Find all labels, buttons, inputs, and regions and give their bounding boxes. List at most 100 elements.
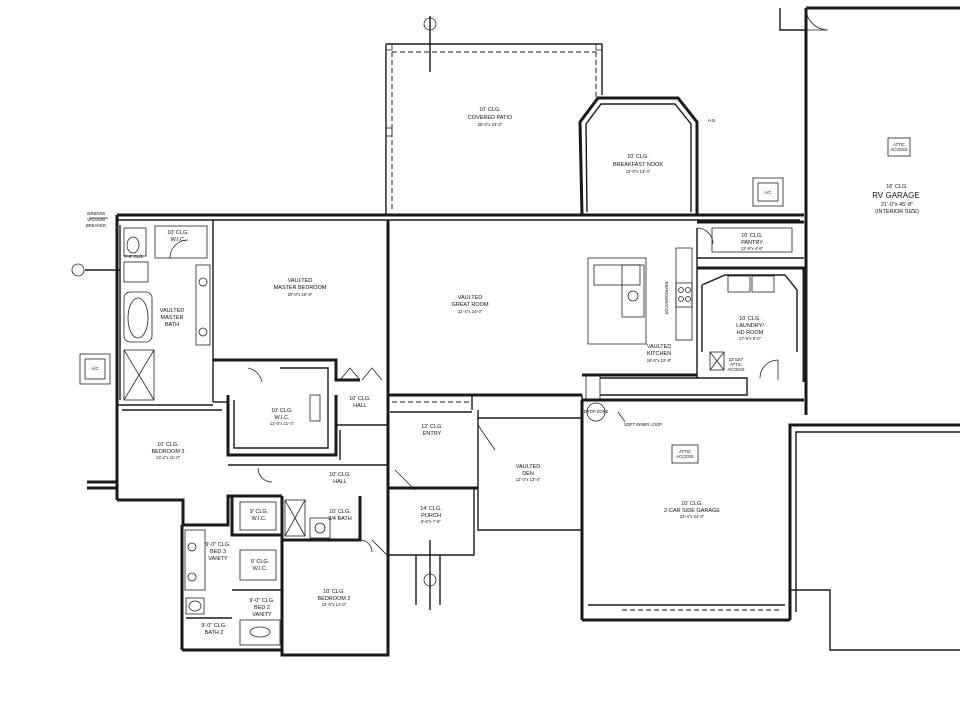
label-wic4-height: 9' CLG.	[251, 559, 270, 565]
label-bath2-name: BATH 2	[205, 630, 224, 636]
label-ac-2: A/C	[765, 190, 772, 195]
label-bedroom3-name: BEDROOM 3	[151, 449, 184, 455]
label-den-height: VAULTED	[516, 464, 541, 470]
secondary-baths	[184, 496, 389, 646]
label-attic-garage-2: ACCESS	[676, 454, 693, 459]
label-entry-name: ENTRY	[423, 431, 442, 437]
label-master-bedroom-dims: 20'-0"x 18'-8"	[288, 292, 313, 297]
label-wic2-dims: 12'-0"x 11'-0"	[270, 421, 295, 426]
label-breakfast-nook-name: BREAKFAST NOOK	[613, 162, 663, 168]
label-bedroom2-dims: 12'-0"x 12'-0"	[322, 602, 347, 607]
label-master-bath-name2: BATH	[165, 322, 179, 328]
label-wic2-height: 10' CLG.	[271, 408, 293, 414]
label-breakfast-nook-dims: 13'-0"x 13'-4"	[626, 169, 651, 174]
label-wic4-name: W.I.C.	[253, 566, 268, 572]
label-master-bath-name: MASTER	[161, 315, 184, 321]
label-hall2-name: HALL	[333, 479, 347, 485]
label-garage-dims: 23'-4"x 24'-0"	[680, 514, 705, 519]
label-porch-height: 14' CLG.	[420, 506, 442, 512]
label-bed2vanity-height: 9'-0" CLG.	[249, 598, 275, 604]
label-garage-name: 2-CAR SIDE GARAGE	[664, 508, 720, 514]
ac-unit-2	[757, 182, 779, 202]
label-wic3-height: 9' CLG.	[250, 509, 269, 515]
attic-access-box-garage	[671, 444, 699, 464]
label-attic-rv-2: ACCESS	[890, 147, 907, 152]
label-vacuum: VACUUM	[87, 217, 105, 222]
label-rv-garage-height: 16' CLG.	[886, 184, 908, 190]
section-marker-bottom	[423, 573, 437, 587]
label-entry-height: 12' CLG.	[421, 424, 443, 430]
label-kitchen-dims: 18'-0"x 22'-8"	[647, 358, 672, 363]
label-attic-garage-1: ATTIC	[679, 449, 691, 454]
label-pantry-dims: 12'-6"x 4'-8"	[741, 246, 764, 251]
label-den-name: DEN	[522, 471, 534, 477]
label-bath34-name: 3/4 BATH	[328, 516, 351, 522]
label-bed3vanity-name: BED 3	[210, 549, 226, 555]
label-wic2-name: W.I.C.	[275, 415, 290, 421]
label-wc-height: 8'-6" CLG.	[124, 254, 143, 259]
rv-garage	[779, 6, 960, 415]
label-window: WINDOW	[87, 211, 105, 216]
drop-zone-marker	[586, 402, 606, 422]
ac-unit-1	[84, 358, 106, 380]
label-covered-patio-name: COVERED PATIO	[468, 115, 513, 121]
label-porch-dims: 9'-6"x 7'-6"	[421, 519, 441, 524]
label-hall1-name: HALL	[353, 403, 367, 409]
label-bedroom2-height: 10' CLG.	[323, 589, 345, 595]
label-attic-3a: 22"x30"	[729, 357, 744, 362]
section-marker-left	[71, 263, 85, 277]
label-porch-name: PORCH	[421, 513, 441, 519]
label-attic-3b: ATTIC	[730, 362, 742, 367]
label-breaker: BREAKER	[86, 223, 106, 228]
label-bed2vanity-name2: VANITY	[252, 612, 272, 618]
hall-1	[336, 367, 388, 460]
room-labels: 10' CLG. COVERED PATIO 28'-0"x 23'-0" 10…	[86, 107, 920, 636]
label-kitchen-height: VAULTED	[647, 344, 672, 350]
label-pantry-name: PANTRY	[741, 240, 763, 246]
label-rv-garage-dims: 21'-0"x 45'-8"	[881, 202, 913, 208]
label-covered-patio-dims: 28'-0"x 23'-0"	[478, 122, 503, 127]
label-garage-height: 10' CLG.	[681, 501, 703, 507]
breakfast-nook	[578, 96, 784, 216]
label-bed3vanity-height: 9'-0" CLG.	[205, 542, 231, 548]
entry-den	[388, 393, 583, 610]
label-laundry-name2: HD ROOM	[737, 330, 764, 336]
label-drop-zone: DROP ZONE	[584, 409, 609, 414]
label-master-bedroom-name: MASTER BEDROOM	[274, 285, 327, 291]
label-bedroom3-height: 10' CLG.	[157, 442, 179, 448]
label-kitchen-name: KITCHEN	[647, 351, 671, 357]
label-laundry-height: 10' CLG.	[739, 316, 761, 322]
label-hall2-height: 10' CLG.	[329, 472, 351, 478]
label-laundry-dims: 17'-6"x 8'-0"	[739, 336, 762, 341]
label-bath34-height: 10' CLG.	[329, 509, 351, 515]
attic-access-box-rv	[887, 137, 911, 157]
label-pantry-height: 10' CLG.	[741, 233, 763, 239]
house-walls	[115, 213, 804, 657]
label-refrigerator: REFRIGERATOR	[664, 282, 669, 315]
label-den-dims: 12'-0"x 13'-4"	[516, 477, 541, 482]
master-bath-fixtures	[71, 217, 211, 401]
label-breakfast-nook-height: 10' CLG.	[627, 154, 649, 160]
section-marker-top	[423, 17, 437, 31]
bedroom-3	[87, 409, 388, 490]
label-master-wic-name: W.I.C.	[171, 237, 186, 243]
label-hall1-height: 10' CLG.	[349, 396, 371, 402]
label-hb: H.B.	[708, 118, 716, 123]
label-master-wic-height: 10' CLG.	[167, 230, 189, 236]
label-bath2-height: 9'-0" CLG.	[201, 623, 227, 629]
label-covered-patio-height: 10' CLG.	[479, 107, 501, 113]
two-car-garage	[580, 398, 960, 651]
label-ac-1: A/C	[92, 366, 99, 371]
label-laundry-name: LAUNDRY/	[736, 323, 764, 329]
label-master-bedroom-height: VAULTED	[288, 278, 313, 284]
label-soft-inner-loop: SOFT INNER LOOP	[624, 422, 662, 427]
pantry	[696, 220, 804, 259]
label-great-room-height: VAULTED	[458, 295, 483, 301]
laundry	[697, 266, 806, 382]
label-bed2vanity-name: BED 2	[254, 605, 270, 611]
covered-patio	[385, 16, 603, 215]
label-master-bath-height: VAULTED	[160, 308, 185, 314]
label-bed3vanity-name2: VANITY	[208, 556, 228, 562]
label-attic-3c: ACCESS	[727, 367, 744, 372]
